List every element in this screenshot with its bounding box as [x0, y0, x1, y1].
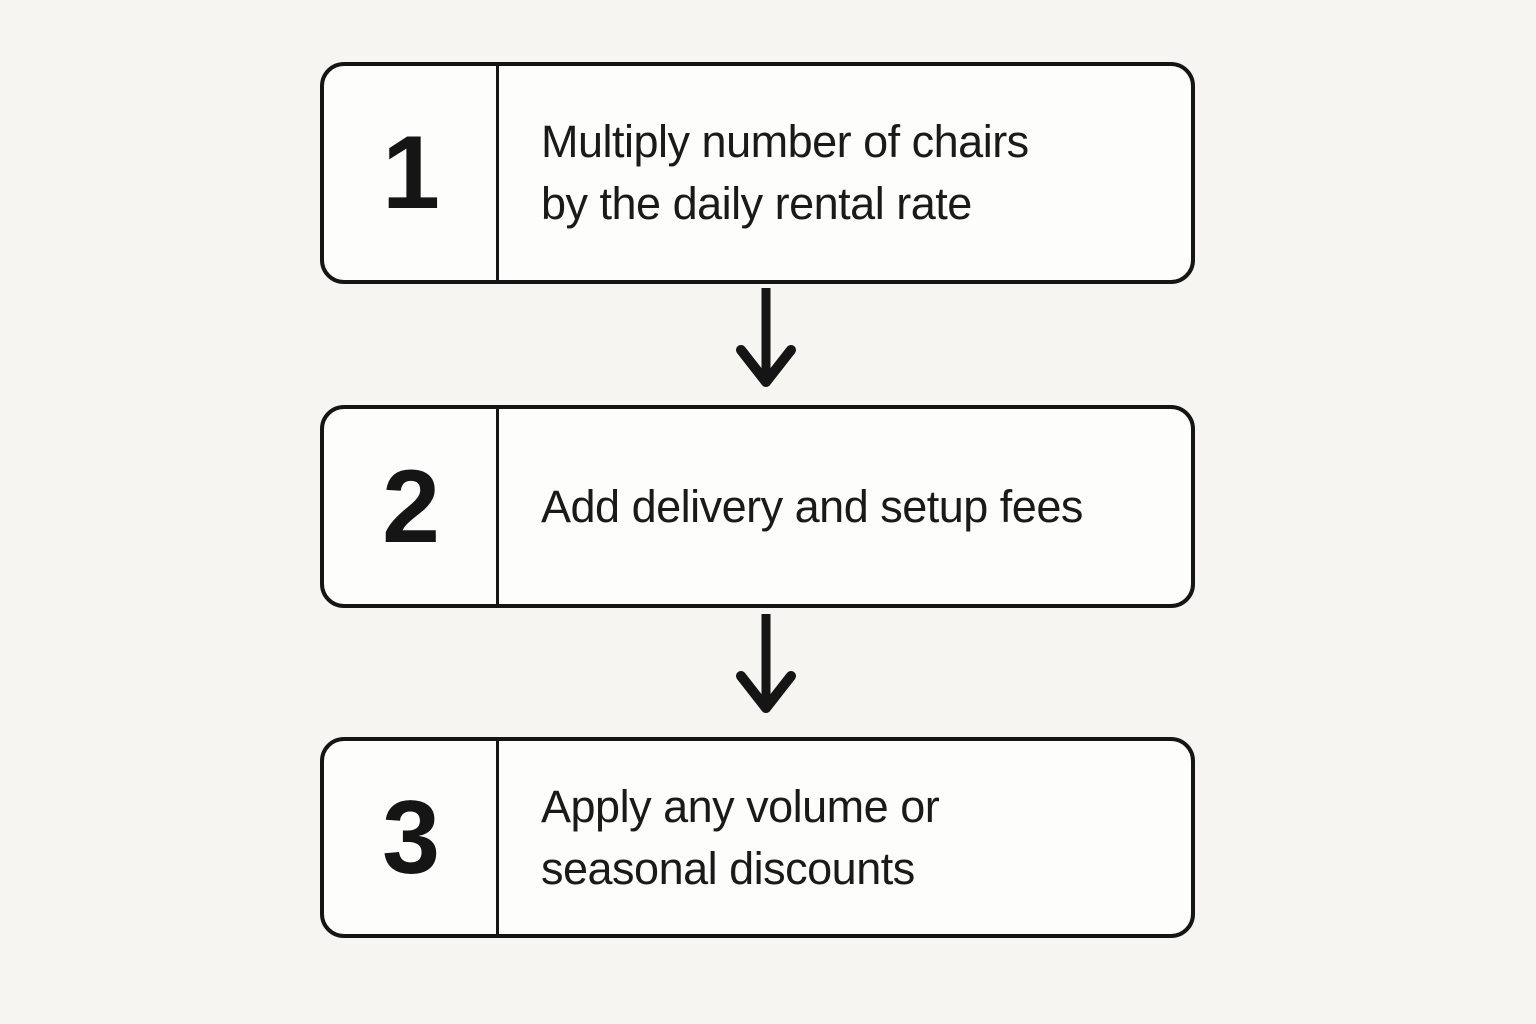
step-label-1-line-2: by the daily rental rate [541, 178, 972, 229]
step-number-cell-2: 2 [324, 409, 499, 604]
down-arrow-icon [734, 612, 798, 718]
step-box-1: 1 Multiply number of chairs by the daily… [320, 62, 1195, 284]
down-arrow-icon [734, 286, 798, 392]
step-label-2-line-1: Add delivery and setup fees [541, 480, 1083, 532]
step-number-cell-3: 3 [324, 741, 499, 934]
step-text-cell-1: Multiply number of chairs by the daily r… [499, 66, 1191, 280]
step-number-cell-1: 1 [324, 66, 499, 280]
step-text-cell-2: Add delivery and setup fees [499, 409, 1191, 604]
step-number-2: 2 [382, 448, 440, 565]
step-text-cell-3: Apply any volume or seasonal discounts [499, 741, 1191, 934]
step-box-2: 2 Add delivery and setup fees [320, 405, 1195, 608]
step-number-3: 3 [382, 779, 440, 896]
step-number-1: 1 [382, 115, 440, 231]
step-label-1-line-1: Multiply number of chairs [541, 116, 1029, 167]
step-label-3-line-1: Apply any volume or [541, 780, 940, 832]
step-label-3-line-2: seasonal discounts [541, 842, 915, 894]
step-box-3: 3 Apply any volume or seasonal discounts [320, 737, 1195, 938]
